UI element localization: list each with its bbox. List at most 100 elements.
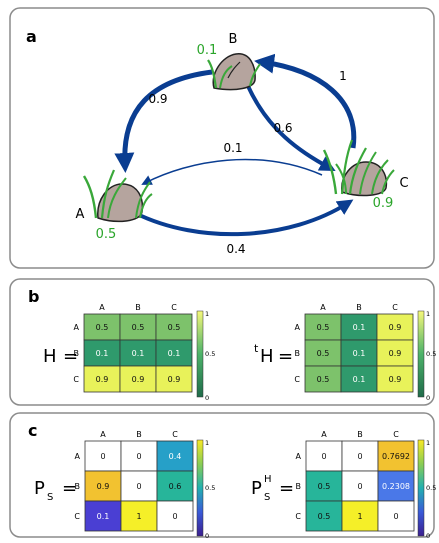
heatmap-cell xyxy=(120,440,158,472)
colorbar-h xyxy=(196,310,204,398)
matrix-ps-symbol: P xyxy=(34,478,45,499)
column-header: A xyxy=(320,303,326,312)
heatmap-cell-value: 0.1 xyxy=(132,349,145,358)
matrix-ps-subscript: S xyxy=(47,492,53,503)
heatmap-cell xyxy=(84,500,122,532)
heatmap-cell xyxy=(84,470,122,502)
colorbar-psh xyxy=(417,439,425,537)
node-c-rock-icon xyxy=(322,139,395,197)
heatmap-cell-value: 0 xyxy=(393,512,398,521)
heatmap-cell xyxy=(120,500,158,532)
colorbar-psh-mid: 0.5 xyxy=(426,484,436,492)
heatmap-cell xyxy=(155,365,193,393)
heatmap-cell-value: 0 xyxy=(136,482,141,491)
heatmap-cell-value: 0.1 xyxy=(168,349,181,358)
column-header: B xyxy=(357,430,363,439)
heatmap-cell-value: 0.1 xyxy=(97,512,110,521)
row-header: A xyxy=(295,323,301,332)
heatmap-cell-value: 0.9 xyxy=(168,375,181,384)
matrix-th-symbol: H xyxy=(260,346,274,367)
heatmap-cell-value: 0.5 xyxy=(317,323,330,332)
heatmap-cell xyxy=(84,440,122,472)
colorbar-psh-min: 0 xyxy=(426,532,430,540)
matrix-th-prefix: t xyxy=(254,342,259,355)
node-b-value: 0.1 xyxy=(197,43,218,58)
row-header: A xyxy=(296,452,302,461)
edge-label-c-to-b: 1 xyxy=(339,69,347,83)
column-header: C xyxy=(171,303,177,312)
heatmap-cell-value: 0.7692 xyxy=(382,452,410,461)
heatmap-cell xyxy=(341,470,379,502)
heatmap-cell-value: 1 xyxy=(136,512,141,521)
heatmap-cell-value: 0.9 xyxy=(132,375,145,384)
colorbar-th-max: 1 xyxy=(426,310,430,318)
heatmap-cell-value: 0.9 xyxy=(96,375,109,384)
matrix-ps-equals: = xyxy=(62,478,77,499)
edge-label-c-to-a: 0.1 xyxy=(223,141,242,155)
heatmap-cell xyxy=(341,500,379,532)
heatmap-cell-value: 0.1 xyxy=(353,349,366,358)
column-header: C xyxy=(172,430,178,439)
edge-label-a-to-c: 0.4 xyxy=(226,242,245,256)
heatmap-cell xyxy=(305,470,343,502)
node-a-name: A xyxy=(76,207,85,222)
heatmap-cell-value: 0.4 xyxy=(169,452,182,461)
colorbar-ps xyxy=(196,439,204,537)
heatmap-cell-value: 0.5 xyxy=(318,482,331,491)
heatmap-cell xyxy=(119,313,157,341)
matrix-psh-symbol: P xyxy=(251,478,262,499)
node-a-value: 0.5 xyxy=(96,227,117,242)
colorbar-h-max: 1 xyxy=(205,310,209,318)
row-header: C xyxy=(73,375,79,384)
node-a-rock-icon xyxy=(82,169,153,223)
arrow-c-to-a xyxy=(141,158,323,185)
heatmap-cell xyxy=(119,339,157,367)
arrow-b-to-c xyxy=(246,85,336,172)
colorbar-th xyxy=(417,310,425,398)
heatmap-cell-value: 0 xyxy=(321,452,326,461)
heatmap-cell-value: 0.5 xyxy=(96,323,109,332)
row-header: C xyxy=(295,512,301,521)
heatmap-cell-value: 0.9 xyxy=(97,482,110,491)
heatmap-cell-value: 0 xyxy=(172,512,177,521)
column-header: C xyxy=(392,303,398,312)
heatmap-cell xyxy=(340,313,378,341)
colorbar-psh-max: 1 xyxy=(426,439,430,447)
heatmap-cell-value: 0.9 xyxy=(389,323,402,332)
colorbar-th-min: 0 xyxy=(426,394,430,402)
heatmap-cell xyxy=(304,339,342,367)
row-header: B xyxy=(296,482,302,491)
panel-a-frame xyxy=(9,7,435,269)
column-header: A xyxy=(99,303,105,312)
colorbar-h-min: 0 xyxy=(205,394,209,402)
matrix-th-equals: = xyxy=(278,346,293,367)
heatmap-cell-value: 0.9 xyxy=(389,375,402,384)
edge-label-b-to-a: 0.9 xyxy=(148,92,167,106)
heatmap-cell xyxy=(305,440,343,472)
matrix-h-symbol: H xyxy=(43,346,57,367)
heatmap-cell-value: 1 xyxy=(357,512,362,521)
column-header: B xyxy=(136,430,142,439)
heatmap-cell-value: 0.1 xyxy=(353,375,366,384)
column-header: A xyxy=(321,430,327,439)
colorbar-th-mid: 0.5 xyxy=(426,350,436,358)
panel-a-label: a xyxy=(26,27,37,46)
heatmap-cell xyxy=(305,500,343,532)
heatmap-cell-value: 0.2308 xyxy=(382,482,410,491)
column-header: A xyxy=(100,430,106,439)
heatmap-cell xyxy=(377,500,415,532)
matrix-psh-superscript: H xyxy=(264,474,272,485)
heatmap-cell xyxy=(83,339,121,367)
row-header: B xyxy=(75,482,81,491)
heatmap-cell-value: 0.5 xyxy=(132,323,145,332)
heatmap-cell-value: 0.5 xyxy=(318,512,331,521)
heatmap-cell-value: 0.9 xyxy=(389,349,402,358)
heatmap-cell xyxy=(119,365,157,393)
heatmap-cell xyxy=(376,313,414,341)
colorbar-h-mid: 0.5 xyxy=(205,350,215,358)
colorbar-ps-max: 1 xyxy=(205,439,209,447)
